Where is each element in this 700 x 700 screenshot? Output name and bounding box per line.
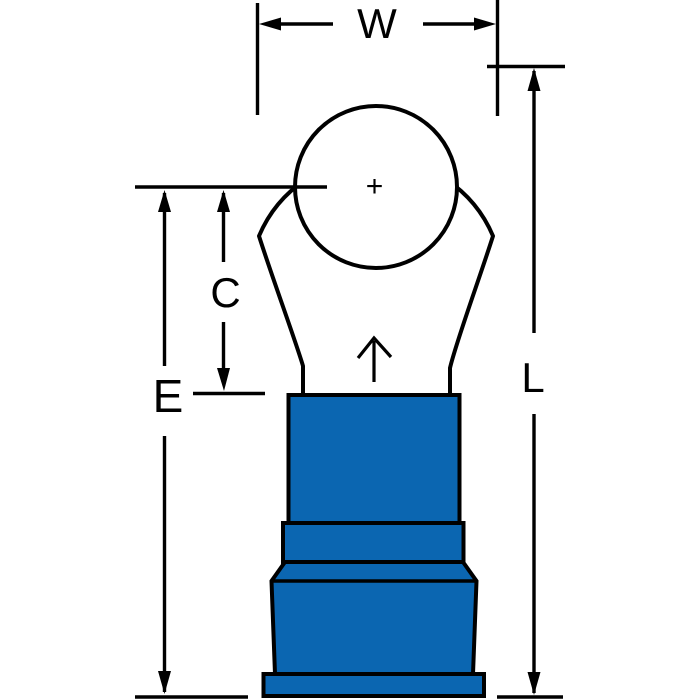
insulation-step <box>281 521 466 564</box>
e-arrowhead-bottom <box>158 671 171 694</box>
l-dimension-label: L <box>521 354 544 401</box>
hole-center-mark: + <box>366 170 384 203</box>
insulation-base-flange <box>261 672 486 698</box>
w-dimension-label: W <box>357 0 397 47</box>
l-arrowhead-bottom <box>527 672 541 695</box>
wire-entry-arrow-icon <box>356 335 393 382</box>
dimension-e: E <box>135 190 248 699</box>
w-arrowhead-right <box>474 17 496 31</box>
c-dimension-label: C <box>210 269 240 316</box>
insulation-sleeve-top <box>286 393 462 525</box>
dimension-c: C <box>193 190 265 396</box>
w-arrowhead-left <box>259 17 281 31</box>
dimension-w: W <box>255 0 500 116</box>
dimension-l: L <box>487 64 565 699</box>
c-arrowhead-bottom <box>217 368 230 391</box>
insulation-lower-barrel <box>269 560 479 676</box>
e-dimension-label: E <box>153 370 184 422</box>
insulation-barrel <box>261 393 486 698</box>
